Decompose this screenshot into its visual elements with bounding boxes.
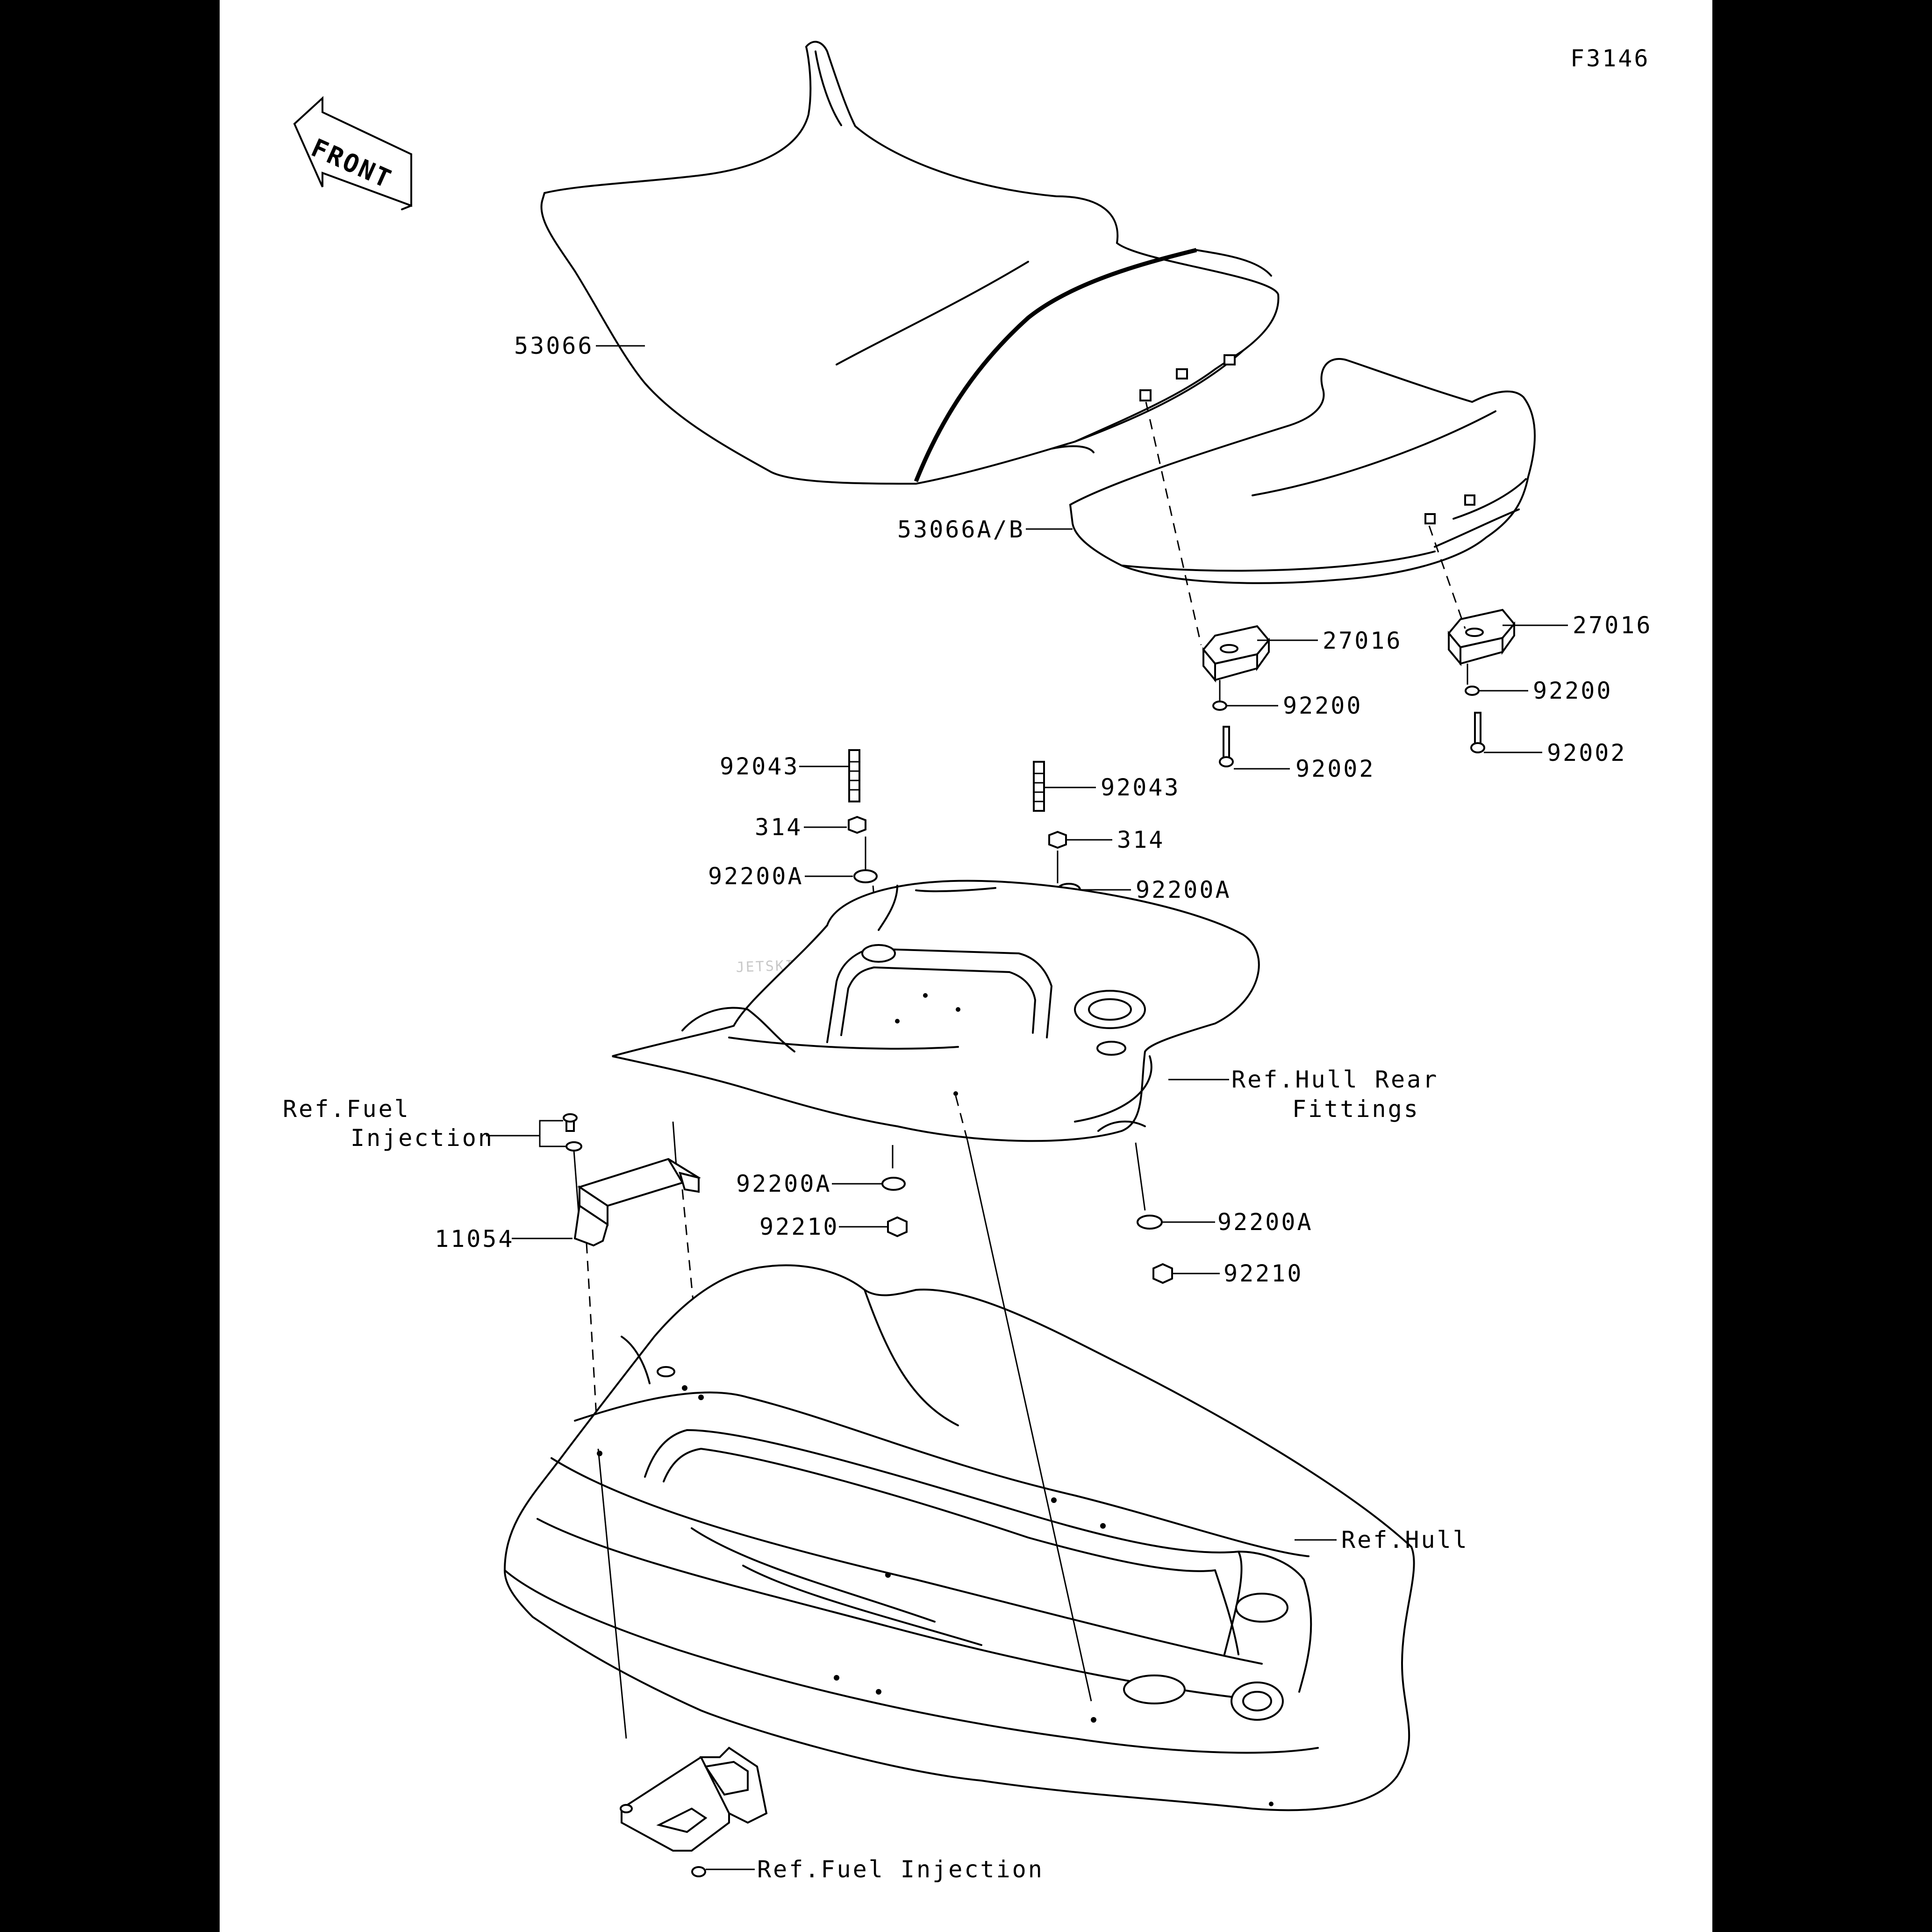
front-arrow-icon: FRONT [293, 96, 412, 210]
hull-rear-fittings [612, 880, 1260, 1142]
label-ref-hull: Ref.Hull [1341, 1526, 1469, 1553]
label-314-right: 314 [1117, 826, 1165, 853]
label-11054: 11054 [435, 1225, 515, 1252]
label-27016-right: 27016 [1573, 612, 1653, 639]
rear-seat [1069, 358, 1536, 584]
label-ref-hull-rear-2: Fittings [1292, 1095, 1420, 1123]
label-92200a-right-bottom: 92200A [1217, 1209, 1313, 1236]
figure-id: F3146 [1570, 45, 1650, 72]
label-92200-left: 92200 [1283, 692, 1363, 719]
nut-314-right [1048, 830, 1067, 849]
label-27016-left: 27016 [1323, 627, 1402, 654]
nut-92210-right [1152, 1263, 1173, 1284]
label-92200a-left-bottom: 92200A [736, 1170, 832, 1197]
bracket-27016-left [1202, 625, 1270, 683]
bolt-92002-left [1219, 726, 1234, 767]
fuel-injection-bracket [620, 1746, 768, 1877]
label-92002-right: 92002 [1547, 739, 1627, 766]
label-314-left: 314 [755, 814, 802, 841]
hull [503, 1264, 1415, 1811]
bracket-11054 [573, 1158, 701, 1247]
label-92002-left: 92002 [1295, 755, 1375, 782]
nut-92210-left [887, 1216, 908, 1238]
bracket-27016-right [1447, 608, 1516, 666]
label-92043-left: 92043 [720, 753, 800, 780]
stud-92043-right [1033, 761, 1045, 812]
label-92210-left: 92210 [759, 1213, 839, 1240]
label-92200a-left-top: 92200A [708, 863, 804, 890]
label-ref-fuel-bottom: Ref.Fuel Injection [757, 1856, 1044, 1883]
label-92043-right: 92043 [1101, 774, 1181, 801]
label-ref-fuel-top-1: Ref.Fuel [283, 1095, 410, 1123]
label-92200a-right-top: 92200A [1136, 876, 1231, 903]
washer-92200a-left-top [853, 869, 878, 883]
label-53066a-b: 53066A/B [897, 516, 1025, 543]
bolt-92002-right [1470, 712, 1485, 753]
washer-92200-left [1212, 701, 1227, 711]
fuel-injection-bolt [563, 1113, 582, 1152]
label-92200-right: 92200 [1533, 677, 1613, 704]
washer-92200a-left-bottom [881, 1177, 906, 1191]
washer-92200a-right-bottom [1137, 1215, 1163, 1230]
front-seat [540, 41, 1280, 485]
label-92210-right: 92210 [1224, 1260, 1303, 1287]
nut-314-left [848, 816, 866, 834]
label-53066: 53066 [514, 332, 594, 359]
washer-92200-right [1465, 686, 1480, 696]
label-ref-fuel-top-2: Injection [351, 1124, 494, 1152]
stud-92043-left [848, 749, 860, 802]
label-ref-hull-rear-1: Ref.Hull Rear [1231, 1066, 1438, 1093]
